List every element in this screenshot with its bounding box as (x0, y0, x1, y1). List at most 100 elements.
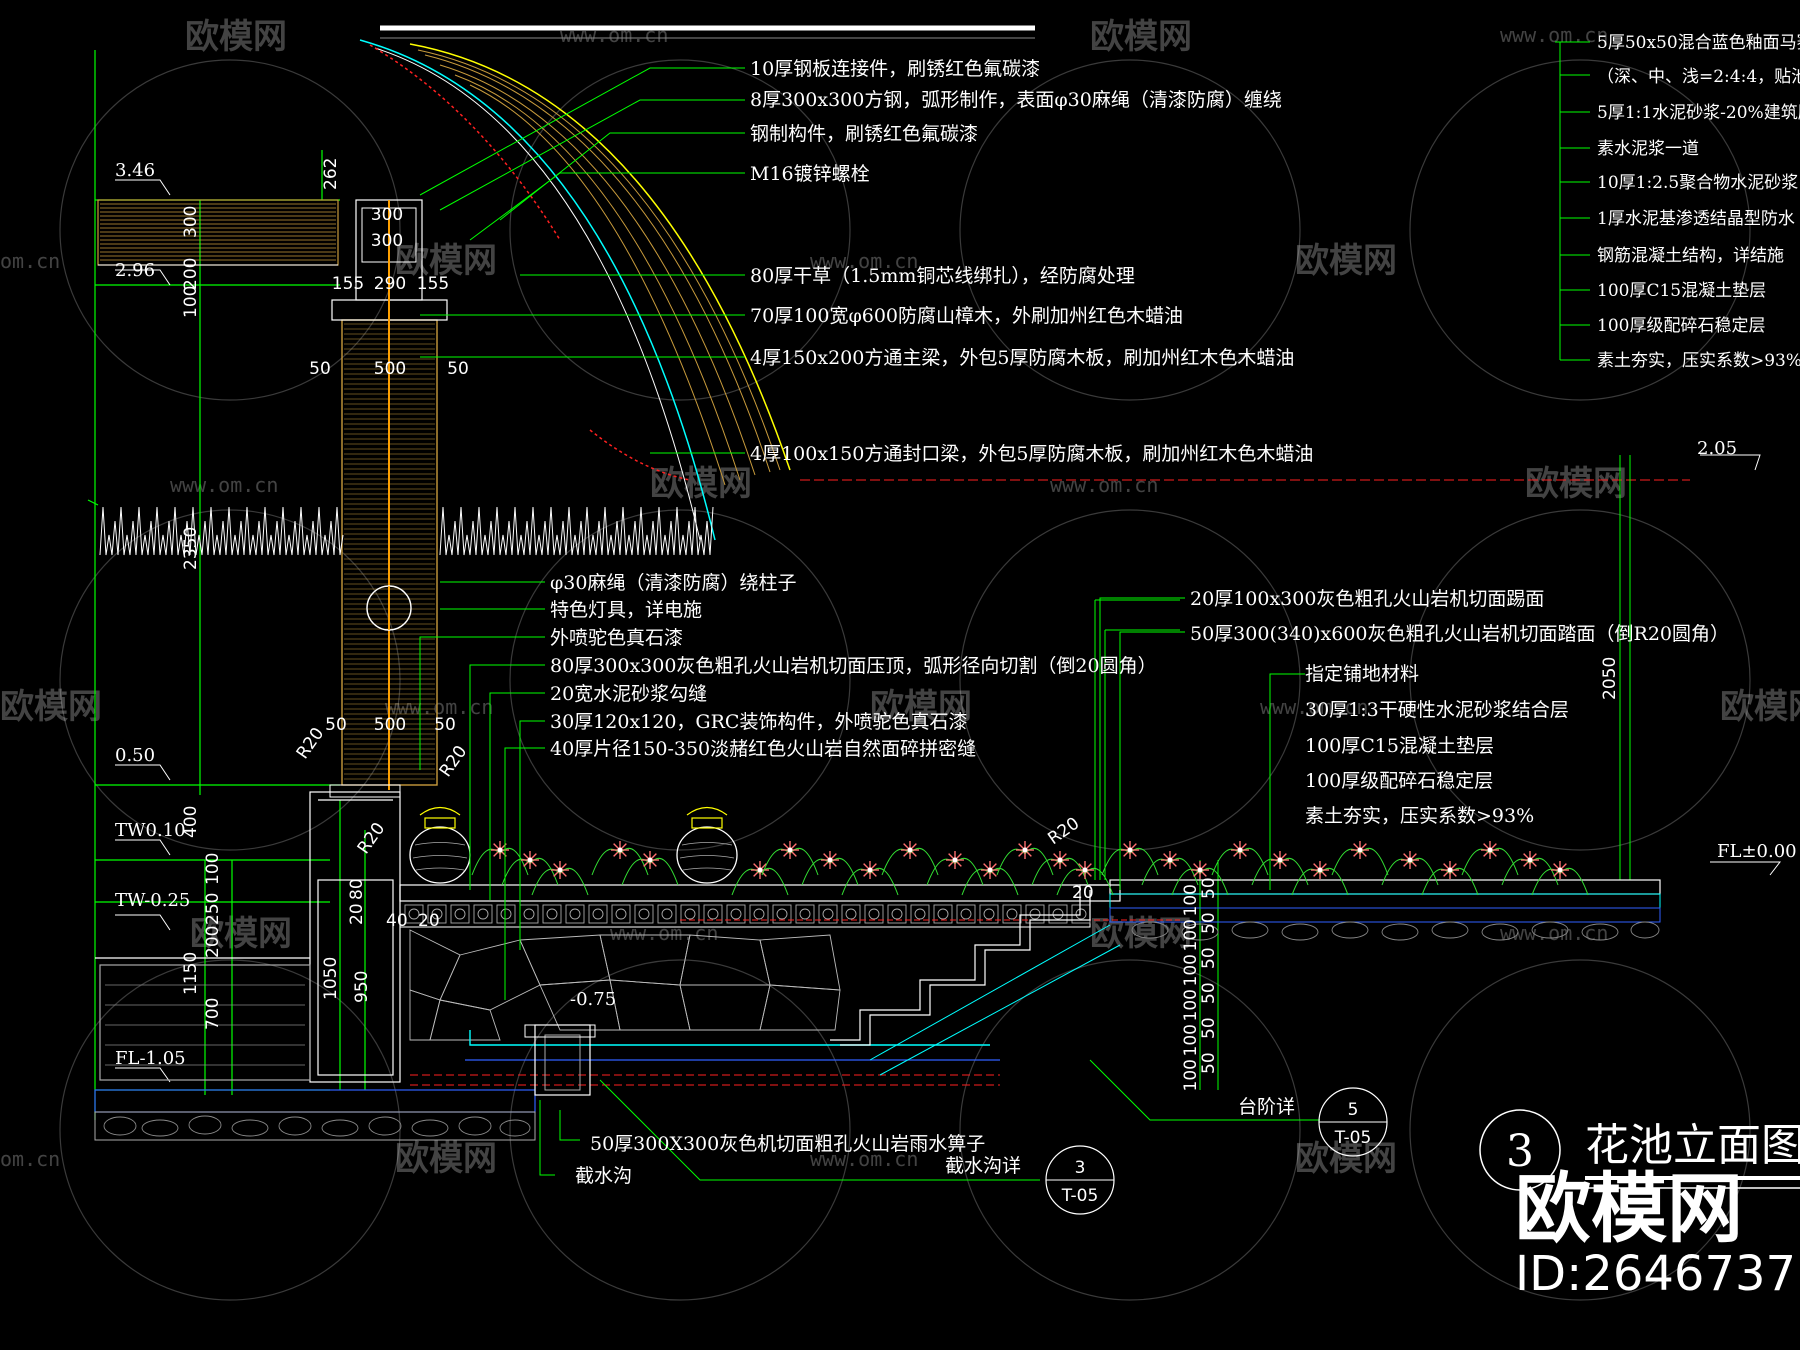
elevation-label: 3.46 (115, 160, 155, 181)
elevation-label: 0.50 (115, 745, 155, 766)
annotation-gravel-base: 100厚级配碎石稳定层 (1597, 316, 1765, 336)
dimension-label: 700 (203, 998, 223, 1030)
step-dimension-lines (1094, 455, 1631, 1090)
annotation-main-beam: 4厚150x200方通主梁，外包5厚防腐木板，刷加州红木色木蜡油 (750, 347, 1294, 369)
annotation-riser: 20厚100x300灰色粗孔火山岩机切面踢面 (1190, 588, 1544, 610)
elevation-label: TW-0.25 (115, 890, 190, 911)
step-dimension-label: 50 (1199, 1017, 1219, 1039)
step-dimension-label: 50 (1199, 912, 1219, 934)
dimension-label: 250 (203, 893, 223, 925)
watermark: 欧模网 (185, 17, 287, 57)
ground-foundation (94, 1089, 536, 1141)
feature-light-icon (366, 585, 412, 631)
watermark-url: www.om.cn (170, 473, 278, 497)
dimension-label: 155 (417, 274, 449, 294)
dimension-label: 2050 (1600, 657, 1620, 700)
annotation-mosaic-ratio: （深、中、浅=2:4:4，贴池 (1597, 67, 1800, 87)
dimension-label: 50 (447, 359, 469, 379)
watermark-url: www.om.cn (1260, 695, 1368, 719)
annotation-paint: 外喷驼色真石漆 (550, 627, 683, 649)
callout-step-detail: 5 T-05 (1318, 1087, 1388, 1157)
dimension-label: 200 (181, 258, 201, 290)
dimension-label: 50 (309, 359, 331, 379)
pond-water-lines (410, 479, 1690, 1086)
watermark-url: www.om.cn (810, 1147, 918, 1171)
step-dimension-label: 100 (1181, 989, 1201, 1021)
dimension-label: 300 (371, 205, 403, 225)
dimension-label: 290 (374, 274, 406, 294)
watermark: 欧模网 (870, 687, 972, 727)
top-annotations: 10厚钢板连接件，刷锈红色氟碳漆 8厚300x300方钢，弧形制作，表面φ30麻… (750, 58, 1313, 465)
brand-id: ID:2646737 (1515, 1246, 1796, 1302)
dimension-label: 1150 (181, 952, 201, 995)
annotation-thatch: 80厚干草（1.5mm铜芯线绑扎），经防腐处理 (750, 265, 1135, 287)
dimension-label: 300 (371, 231, 403, 251)
dimension-label: 20 (1072, 883, 1094, 903)
annotation-cement-glue: 5厚1:1水泥砂浆-20%建筑胶 (1597, 103, 1800, 123)
callout-sheet: T-05 (1061, 1186, 1099, 1206)
annotation-crazy-paving: 40厚片径150-350淡赭红色火山岩自然面碎拼密缝 (550, 738, 976, 760)
watermark: 欧模网 (0, 687, 102, 727)
annotation-square-steel: 8厚300x300方钢，弧形制作，表面φ30麻绳（清漆防腐）缠绕 (750, 89, 1282, 111)
dimension-label: 400 (181, 806, 201, 838)
title-block: 3 花池立面图 (1479, 1109, 1800, 1191)
drawing-title: 花池立面图 (1585, 1120, 1800, 1171)
step-hatch (869, 924, 1121, 1076)
curved-roof (359, 39, 791, 541)
annotation-soil: 素土夯实，压实系数>93% (1305, 805, 1534, 827)
callout-number: 3 (1075, 1158, 1086, 1178)
top-right-annotations: 5厚50x50混合蓝色釉面马赛克 （深、中、浅=2:4:4，贴池 5厚1:1水泥… (1597, 32, 1800, 371)
right-annotations: 20厚100x300灰色粗孔火山岩机切面踢面 50厚300(340)x600灰色… (1190, 588, 1729, 827)
watermark: 欧模网 (1525, 464, 1627, 504)
annotation-grc: 30厚120x120，GRC装饰构件，外喷驼色真石漆 (550, 711, 967, 733)
callout-number: 5 (1348, 1100, 1359, 1120)
dimension-label: 300 (181, 206, 201, 238)
annotation-joint: 20宽水泥砂浆勾缝 (550, 683, 707, 705)
dimension-label: 80 (347, 878, 367, 900)
annotation-cement-slurry: 素水泥浆一道 (1597, 139, 1699, 159)
annotation-c15: 100厚C15混凝土垫层 (1597, 281, 1766, 301)
watermark: 欧模网 (190, 914, 292, 954)
step-dimension-label: 100 (1181, 1059, 1201, 1091)
callout-sheet: T-05 (1334, 1128, 1372, 1148)
mid-annotations: φ30麻绳（清漆防腐）绕柱子 特色灯具，详电施 外喷驼色真石漆 80厚300x3… (550, 572, 1157, 760)
annotation-coping: 80厚300x300灰色粗孔火山岩机切面压顶，弧形径向切割（倒20圆角） (550, 655, 1157, 677)
step-dimension-label: 50 (1199, 947, 1219, 969)
step-dimension-label: 50 (1199, 877, 1219, 899)
watermark-url: www.om.cn (610, 921, 718, 945)
stone-pattern (409, 929, 841, 1041)
dimension-label: 1050 (321, 957, 341, 1000)
bottom-annotations: 50厚300X300灰色机切面粗孔火山岩雨水箅子 截水沟 截水沟详 台阶详 (575, 1096, 1295, 1187)
brand-watermark: 欧模网 ID:2646737 (1515, 1164, 1796, 1302)
watermark: 欧模网 (1720, 687, 1800, 727)
dimension-label: 155 (332, 274, 364, 294)
annotation-concrete: 100厚C15混凝土垫层 (1305, 735, 1494, 757)
annotation-rope-column: φ30麻绳（清漆防腐）绕柱子 (550, 572, 796, 594)
annotation-camphor-wood: 70厚100宽φ600防腐山樟木，外刷加州红色木蜡油 (750, 305, 1183, 327)
step-dimension-label: 50 (1199, 1052, 1219, 1074)
watermark-url: www.om.cn (810, 249, 918, 273)
planter-left-wall (95, 791, 401, 1083)
step-dimension-label: 50 (1199, 982, 1219, 1004)
annotation-drain: 截水沟 (575, 1165, 632, 1187)
top-reference-line (380, 25, 1035, 39)
right-paving (1109, 879, 1661, 941)
steps (830, 884, 1110, 1046)
elevation-label: FL±0.00 (1717, 841, 1797, 862)
watermark: 欧模网 (395, 1139, 497, 1179)
dimension-label: 100 (181, 286, 201, 318)
dimension-label: 950 (352, 971, 372, 1003)
dimension-label: 200 (203, 926, 223, 958)
dimension-label: 500 (374, 359, 406, 379)
timber-beam (97, 199, 339, 266)
elevation-label: 2.96 (115, 260, 155, 281)
brand-name: 欧模网 (1515, 1164, 1743, 1253)
annotation-lamp: 特色灯具，详电施 (550, 599, 702, 621)
dimension-label: 50 (325, 715, 347, 735)
dimension-label: 20 (347, 903, 367, 925)
watermark-url: www.om.cn (1050, 473, 1158, 497)
watermark: 欧模网 (1090, 17, 1192, 57)
callout-drain-detail: 3 T-05 (1045, 1145, 1115, 1215)
annotation-step-detail: 台阶详 (1238, 1096, 1295, 1118)
